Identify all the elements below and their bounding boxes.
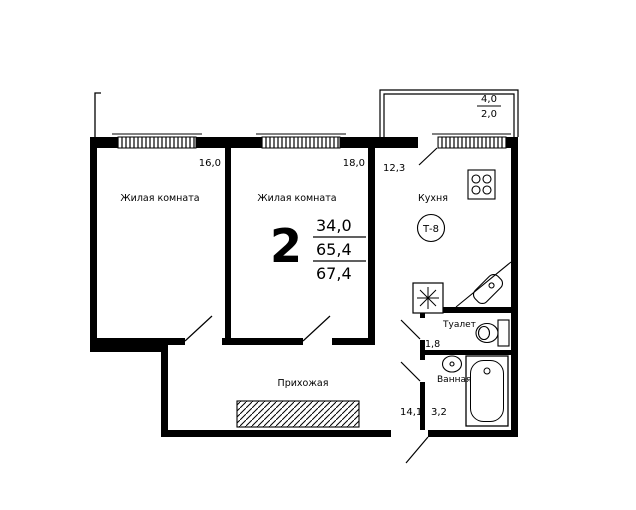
door-balcony bbox=[418, 147, 438, 166]
door-living1 bbox=[184, 315, 213, 342]
room-label-bathroom: Ванная bbox=[437, 375, 471, 385]
wardrobe-hatch bbox=[236, 400, 360, 428]
room-label-living1: Жилая комната bbox=[120, 193, 199, 204]
door-living2 bbox=[302, 315, 331, 342]
room-label-hallway: Прихожая bbox=[278, 378, 329, 389]
toilet-icon bbox=[475, 319, 510, 347]
room-area-living2: 18,0 bbox=[343, 158, 365, 169]
balcony-area-fraction: 4,0 2,0 bbox=[477, 94, 501, 120]
type-mark-label: Т-8 bbox=[422, 224, 439, 235]
room-area-living1: 16,0 bbox=[199, 158, 221, 169]
room-area-toilet: 1,8 bbox=[425, 339, 440, 350]
door-entrance bbox=[405, 436, 429, 464]
total-area: 67,4 bbox=[316, 264, 352, 283]
window-icon bbox=[117, 136, 197, 149]
summary-block: 2 34,0 65,4 67,4 bbox=[270, 216, 366, 283]
bathtub-icon bbox=[465, 355, 509, 427]
walls bbox=[90, 137, 518, 437]
rooms-count: 2 bbox=[270, 219, 302, 273]
balcony-area-counted: 2,0 bbox=[481, 109, 497, 120]
vent-icon bbox=[412, 282, 444, 314]
door-bathroom bbox=[400, 361, 421, 382]
stove-icon bbox=[467, 169, 496, 200]
window-icon bbox=[261, 136, 341, 149]
window-icon bbox=[437, 136, 507, 149]
door-leaves bbox=[184, 147, 438, 464]
room-label-kitchen: Кухня bbox=[418, 193, 448, 204]
kitchen-sink-icon bbox=[455, 261, 512, 308]
balcony-railing bbox=[379, 89, 519, 137]
balcony-area-full: 4,0 bbox=[481, 94, 497, 105]
type-mark: Т-8 bbox=[416, 213, 446, 243]
room-area-kitchen: 12,3 bbox=[383, 163, 405, 174]
room-area-hallway: 14,1 bbox=[400, 407, 422, 418]
washbasin-icon bbox=[441, 355, 463, 373]
living-area-total: 34,0 bbox=[316, 216, 352, 235]
room-area-bathroom: 3,2 bbox=[431, 407, 447, 418]
door-toilet bbox=[400, 319, 421, 340]
room-label-living2: Жилая комната bbox=[257, 193, 336, 204]
room-label-toilet: Туалет bbox=[442, 320, 476, 330]
windows bbox=[112, 133, 511, 149]
adjacent-wall-stub bbox=[94, 92, 101, 137]
area-without-balcony: 65,4 bbox=[316, 240, 352, 259]
